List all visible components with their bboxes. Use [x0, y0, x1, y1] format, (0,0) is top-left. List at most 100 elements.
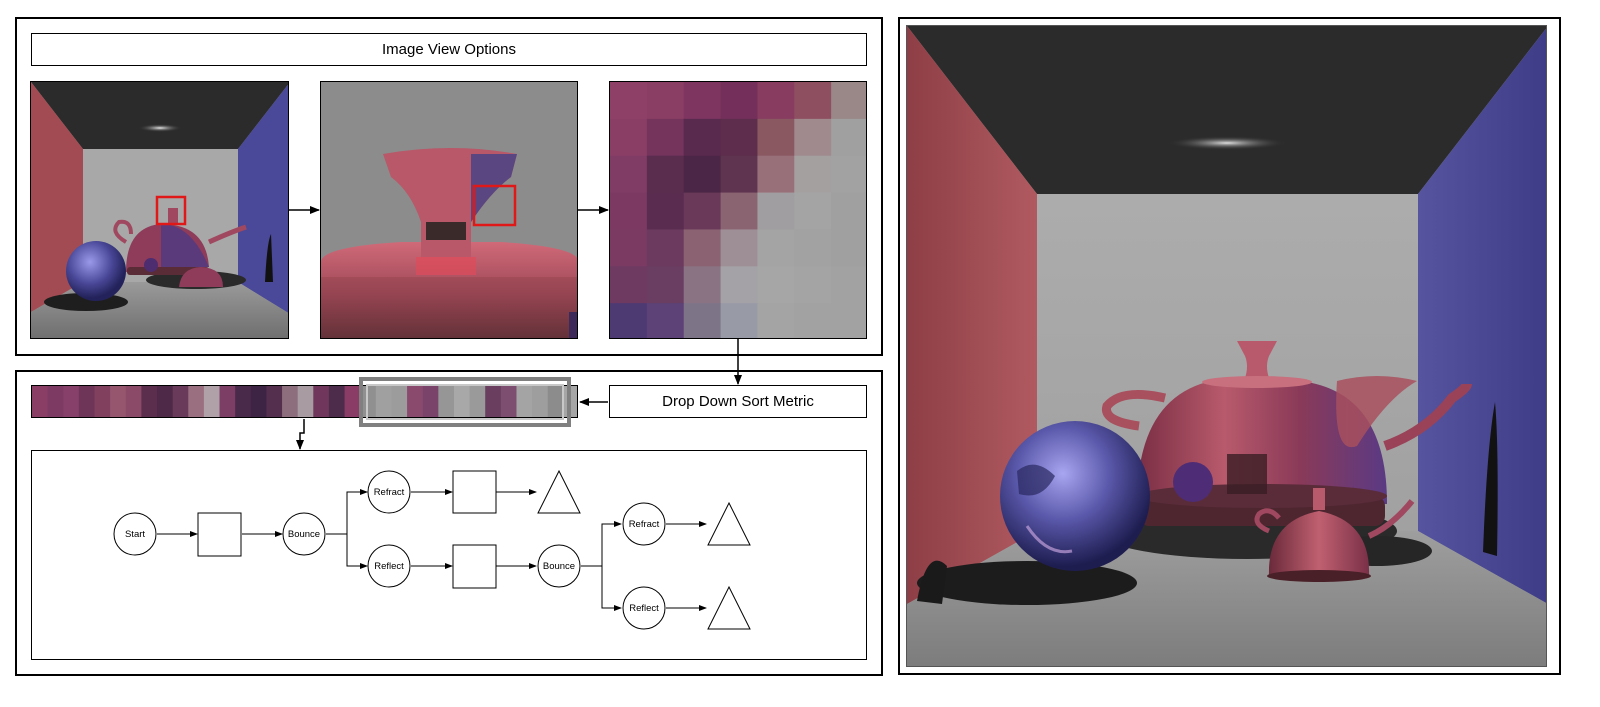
- color-swatch[interactable]: [313, 386, 330, 418]
- mosaic-pixel: [720, 118, 758, 157]
- color-swatch[interactable]: [78, 386, 96, 418]
- mosaic-pixel: [683, 192, 722, 230]
- mosaic-pixel: [831, 266, 866, 304]
- full-render-image: [907, 26, 1546, 666]
- mosaic-pixel: [646, 118, 685, 157]
- color-swatch[interactable]: [407, 386, 424, 418]
- mosaic-pixel: [757, 229, 795, 267]
- mosaic-pixel: [757, 192, 795, 230]
- mosaic-pixel: [683, 229, 722, 267]
- color-swatch[interactable]: [391, 386, 408, 418]
- sort-metric-dropdown[interactable]: Drop Down Sort Metric: [609, 385, 867, 418]
- color-swatch[interactable]: [157, 386, 174, 418]
- mosaic-pixel: [831, 118, 866, 157]
- color-swatch[interactable]: [235, 386, 252, 418]
- mosaic-pixel: [646, 266, 685, 304]
- mosaic-pixel: [720, 266, 758, 304]
- mosaic-pixel: [646, 82, 685, 120]
- color-swatch[interactable]: [47, 386, 64, 418]
- zoom-view-image: [321, 82, 577, 338]
- full-render[interactable]: [906, 25, 1547, 667]
- color-swatch[interactable]: [360, 386, 377, 418]
- mosaic-pixel: [794, 192, 832, 230]
- color-swatch[interactable]: [328, 386, 346, 418]
- color-swatch[interactable]: [453, 386, 471, 418]
- thumb-right-wall: [238, 84, 288, 313]
- mosaic-pixel: [610, 118, 648, 157]
- render-thumbnail[interactable]: [30, 81, 289, 339]
- image-view-options-label: Image View Options: [382, 41, 516, 58]
- render-left-wall: [907, 26, 1037, 604]
- mosaic-pixel: [610, 229, 648, 267]
- color-swatch[interactable]: [422, 386, 439, 418]
- mosaic-pixel: [610, 303, 648, 338]
- color-swatch[interactable]: [438, 386, 455, 418]
- mosaic-pixel: [794, 155, 832, 194]
- render-sphere: [1000, 421, 1150, 571]
- mosaic-pixel: [610, 266, 648, 304]
- color-swatch[interactable]: [532, 386, 549, 418]
- color-swatch[interactable]: [110, 386, 127, 418]
- color-swatch[interactable]: [141, 386, 158, 418]
- mosaic-pixel: [683, 266, 722, 304]
- mosaic-pixel: [794, 229, 832, 267]
- color-swatch[interactable]: [266, 386, 283, 418]
- render-ceiling: [907, 26, 1546, 194]
- color-swatch[interactable]: [250, 386, 268, 418]
- sort-metric-label: Drop Down Sort Metric: [662, 393, 814, 410]
- color-swatch[interactable]: [63, 386, 80, 418]
- pixel-mosaic-grid: [610, 82, 866, 338]
- render-thumbnail-image: [31, 82, 288, 338]
- color-swatch[interactable]: [203, 386, 221, 418]
- render-small-teapot: [1268, 511, 1370, 576]
- color-swatch[interactable]: [125, 386, 142, 418]
- color-swatch[interactable]: [282, 386, 299, 418]
- render-right-wall: [1418, 28, 1546, 603]
- pixel-mosaic[interactable]: [609, 81, 867, 339]
- color-swatch[interactable]: [188, 386, 205, 418]
- mosaic-pixel: [646, 229, 685, 267]
- mosaic-pixel: [794, 118, 832, 157]
- mosaic-pixel: [646, 303, 685, 338]
- color-swatch[interactable]: [344, 386, 361, 418]
- strip-selection-window[interactable]: [359, 377, 571, 427]
- color-strip[interactable]: [31, 385, 578, 418]
- mosaic-pixel: [646, 192, 685, 230]
- mosaic-pixel: [720, 229, 758, 267]
- mosaic-pixel: [831, 229, 866, 267]
- thumb-ceiling: [31, 82, 288, 149]
- mosaic-pixel: [831, 155, 866, 194]
- color-swatch[interactable]: [94, 386, 111, 418]
- mosaic-pixel: [831, 303, 866, 338]
- color-swatch[interactable]: [500, 386, 518, 418]
- color-swatch[interactable]: [297, 386, 314, 418]
- mosaic-pixel: [757, 303, 795, 338]
- color-swatch[interactable]: [516, 386, 533, 418]
- color-strip-swatches: [32, 386, 577, 418]
- thumb-left-wall: [31, 82, 83, 312]
- color-swatch[interactable]: [547, 386, 564, 418]
- mosaic-pixel: [683, 303, 722, 338]
- mosaic-pixel: [757, 82, 795, 120]
- mosaic-pixel: [831, 192, 866, 230]
- mosaic-pixel: [757, 155, 795, 194]
- mosaic-pixel: [720, 192, 758, 230]
- mosaic-pixel: [683, 155, 722, 194]
- mosaic-pixel: [683, 118, 722, 157]
- color-swatch[interactable]: [485, 386, 502, 418]
- mosaic-pixel: [720, 303, 758, 338]
- mosaic-pixel: [831, 82, 866, 120]
- color-swatch[interactable]: [172, 386, 189, 418]
- color-swatch[interactable]: [469, 386, 486, 418]
- mosaic-pixel: [720, 82, 758, 120]
- mosaic-pixel: [794, 303, 832, 338]
- mosaic-pixel: [610, 82, 648, 120]
- mosaic-pixel: [794, 266, 832, 304]
- color-swatch[interactable]: [32, 386, 49, 418]
- zoom-view[interactable]: [320, 81, 578, 339]
- color-swatch[interactable]: [375, 386, 393, 418]
- mosaic-pixel: [610, 192, 648, 230]
- image-view-options-title[interactable]: Image View Options: [31, 33, 867, 66]
- color-swatch[interactable]: [219, 386, 236, 418]
- mosaic-pixel: [646, 155, 685, 194]
